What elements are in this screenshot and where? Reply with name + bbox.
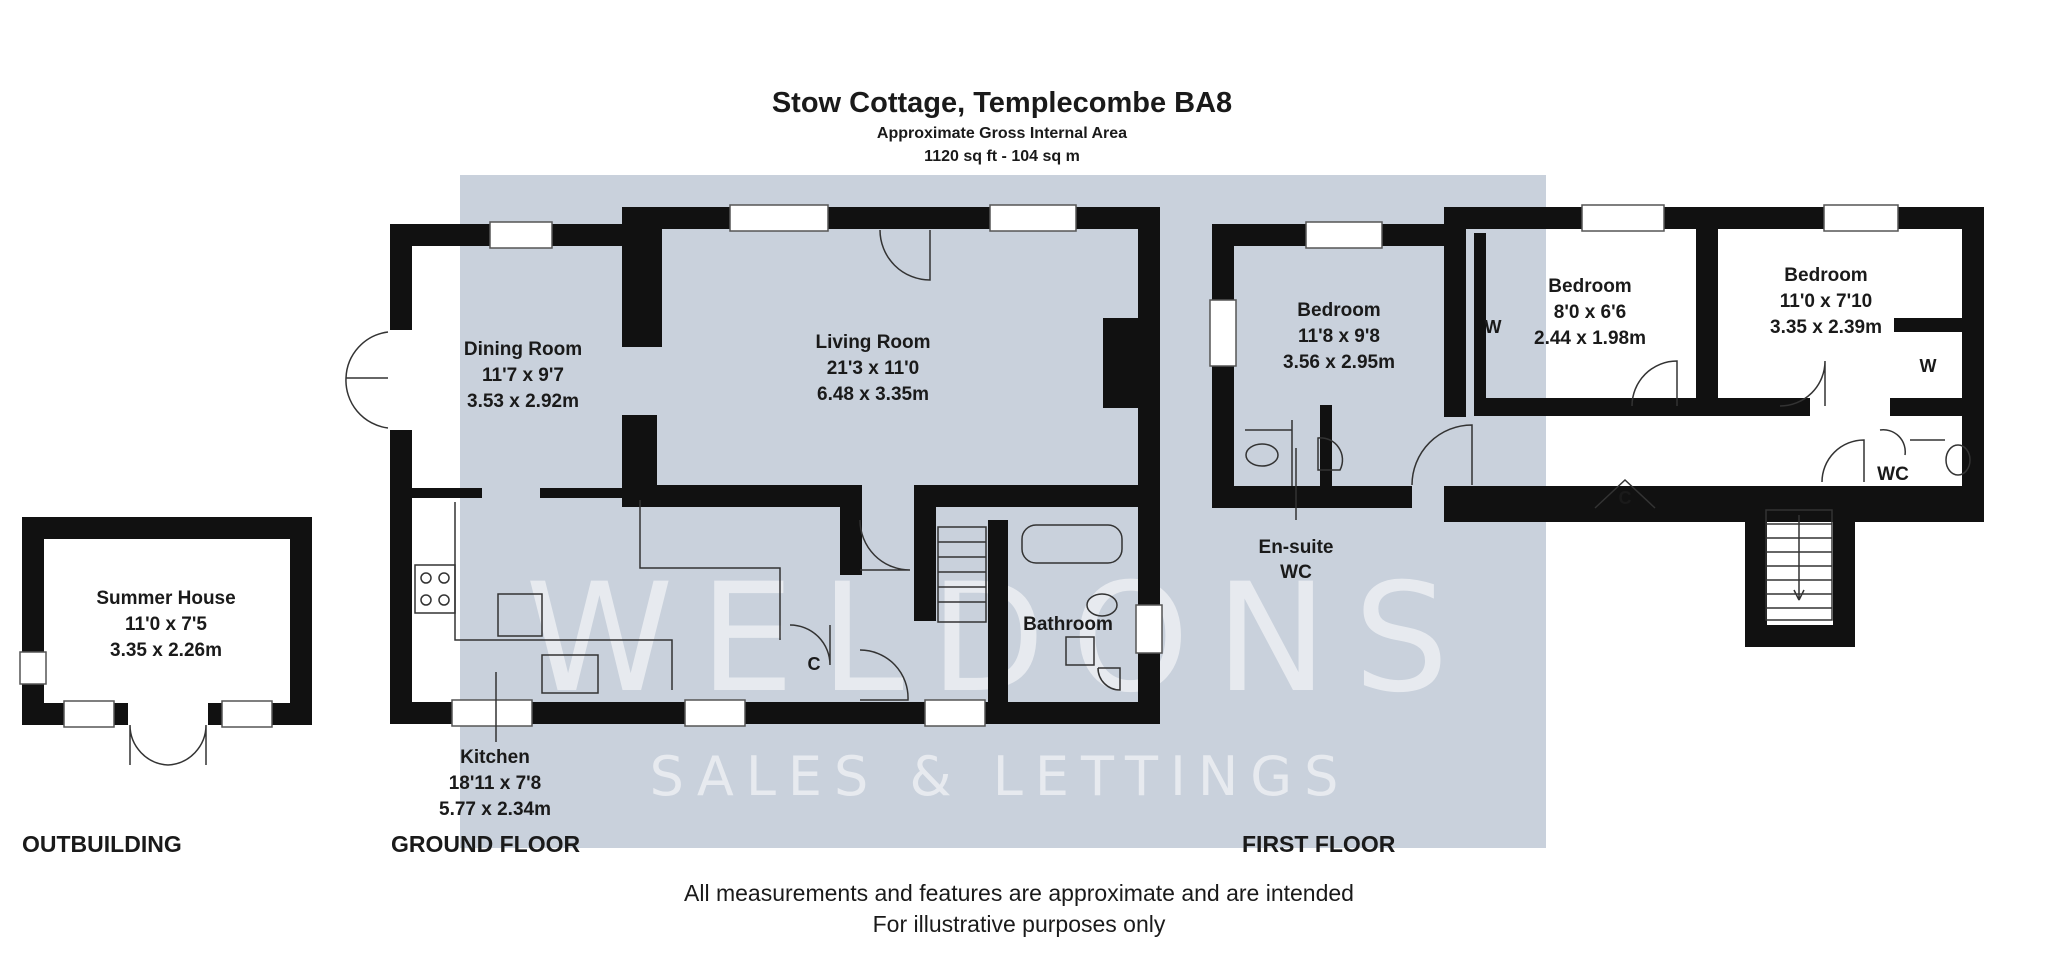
outbuilding-plan	[19, 517, 312, 766]
room-size-metric: 2.44 x 1.98m	[1534, 328, 1646, 349]
room-name: Bedroom	[1297, 300, 1380, 321]
room-label-living-room: Living Room 21'3 x 11'0 6.48 x 3.35m	[815, 332, 930, 405]
room-size-metric: 3.35 x 2.26m	[110, 640, 222, 661]
room-size-imperial: 11'0 x 7'5	[125, 614, 207, 635]
floor-label-outbuilding: OUTBUILDING	[22, 831, 182, 857]
disclaimer-line-2: For illustrative purposes only	[873, 911, 1166, 937]
cupboard-marker: C	[808, 654, 821, 674]
plan-subtitle: Approximate Gross Internal Area	[877, 125, 1127, 142]
room-size-imperial: 18'11 x 7'8	[449, 773, 542, 794]
room-size-metric: 3.56 x 2.95m	[1283, 352, 1395, 373]
room-label-bathroom: Bathroom	[1023, 614, 1113, 635]
room-size-metric: 3.35 x 2.39m	[1770, 317, 1882, 338]
room-label-ensuite: En-suite	[1259, 537, 1334, 558]
watermark-sub: SALES & LETTINGS	[650, 745, 1351, 808]
wardrobe-marker: W	[1485, 317, 1502, 337]
disclaimer-line-1: All measurements and features are approx…	[684, 880, 1354, 906]
room-name: Dining Room	[464, 339, 582, 360]
room-size-imperial: 21'3 x 11'0	[827, 358, 920, 379]
room-size-imperial: 11'8 x 9'8	[1298, 326, 1380, 347]
cupboard-marker: C	[1619, 488, 1632, 508]
room-label-wc: WC	[1877, 464, 1909, 485]
room-label-bedroom-2: Bedroom 8'0 x 6'6 2.44 x 1.98m	[1534, 276, 1646, 349]
floor-label-first: FIRST FLOOR	[1242, 831, 1396, 857]
room-label-ensuite-wc: WC	[1280, 562, 1312, 583]
room-label-bedroom-1: Bedroom 11'8 x 9'8 3.56 x 2.95m	[1283, 300, 1395, 373]
ground-floor-plan	[345, 204, 1163, 727]
room-size-imperial: 8'0 x 6'6	[1554, 302, 1626, 323]
room-label-dining-room: Dining Room 11'7 x 9'7 3.53 x 2.92m	[464, 339, 582, 412]
room-size-metric: 6.48 x 3.35m	[817, 384, 929, 405]
room-name: Bedroom	[1784, 265, 1867, 286]
wardrobe-marker: W	[1920, 356, 1937, 376]
watermark-main: WELDONS	[525, 552, 1475, 726]
room-name: Bedroom	[1548, 276, 1631, 297]
floor-label-ground: GROUND FLOOR	[391, 831, 580, 857]
room-label-bedroom-3: Bedroom 11'0 x 7'10 3.35 x 2.39m	[1770, 265, 1882, 338]
room-name: Summer House	[96, 588, 235, 609]
room-size-imperial: 11'0 x 7'10	[1780, 291, 1873, 312]
first-floor-plan	[1209, 204, 1984, 647]
room-name: Kitchen	[460, 747, 530, 768]
room-size-imperial: 11'7 x 9'7	[482, 365, 564, 386]
room-name: Living Room	[815, 332, 930, 353]
room-size-metric: 3.53 x 2.92m	[467, 391, 579, 412]
room-label-summer-house: Summer House 11'0 x 7'5 3.35 x 2.26m	[96, 588, 235, 661]
room-size-metric: 5.77 x 2.34m	[439, 799, 551, 820]
plan-area: 1120 sq ft - 104 sq m	[924, 148, 1080, 165]
plan-title: Stow Cottage, Templecombe BA8	[772, 87, 1232, 119]
room-label-kitchen: Kitchen 18'11 x 7'8 5.77 x 2.34m	[439, 747, 551, 820]
